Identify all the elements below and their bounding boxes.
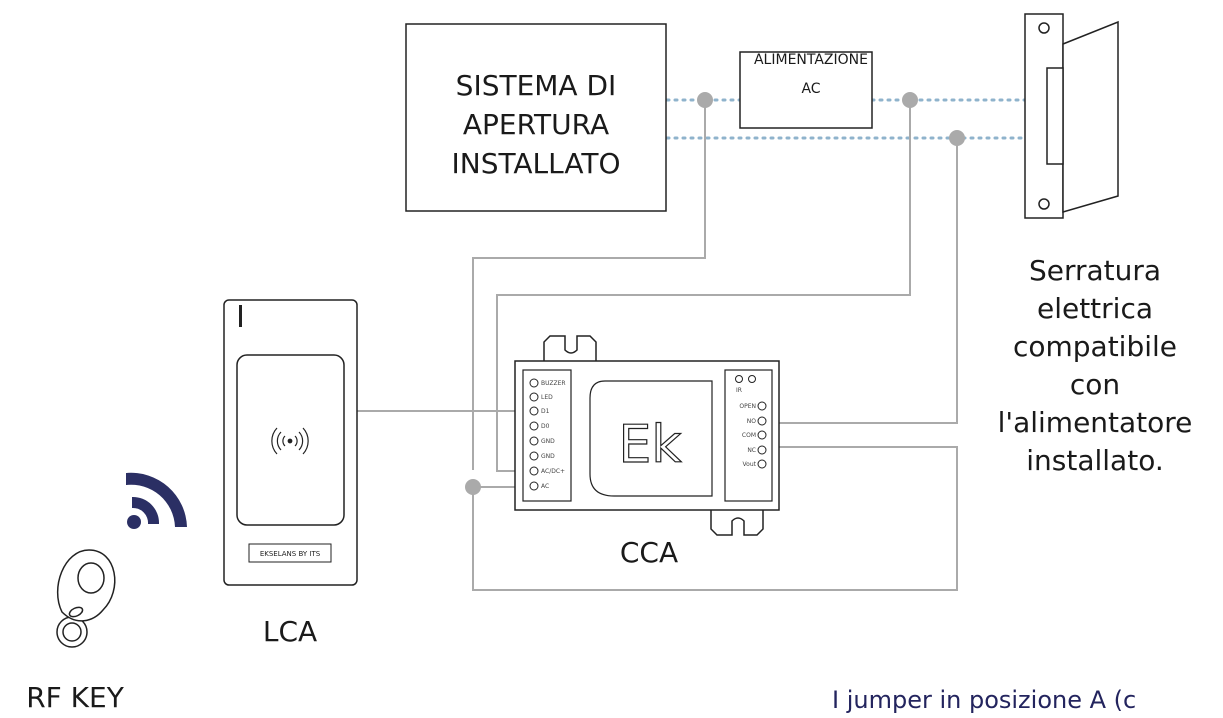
terminal-label-ir: IR: [736, 387, 742, 394]
terminal-com: [757, 430, 767, 440]
terminal-label-com: COM: [742, 432, 756, 439]
terminal-vout: [757, 459, 767, 469]
power-supply-line-2: AC: [801, 81, 820, 97]
wire-nc-loop: [472, 446, 958, 591]
rfid-wave-icon: [271, 427, 309, 455]
terminal-nc: [757, 445, 767, 455]
controller-top-tab: [543, 335, 597, 361]
wireless-signal-icon: [126, 472, 187, 529]
terminal-no: [757, 416, 767, 426]
controller-bottom-tab: [710, 510, 764, 536]
terminal-led: [529, 392, 539, 402]
terminal-label-ac: AC: [541, 483, 549, 490]
terminal-ir-2: [748, 375, 756, 383]
opening-system-line-1: SISTEMA DI: [456, 69, 617, 102]
terminal-label-vout: Vout: [743, 461, 757, 468]
terminal-label-open: OPEN: [739, 403, 756, 410]
terminal-buzzer: [529, 378, 539, 388]
terminal-label-gnd-2: GND: [541, 453, 555, 460]
terminal-label-buzzer: BUZZER: [541, 380, 566, 387]
reader-label: LCA: [263, 615, 317, 648]
terminal-d1: [529, 406, 539, 416]
lock-caption-line-4: con: [1070, 368, 1120, 401]
lock-caption: Serratura elettrica compatibile con l'al…: [998, 254, 1193, 477]
terminal-d0: [529, 421, 539, 431]
lock-caption-line-6: installato.: [1026, 444, 1163, 477]
dotted-bus-lines: [665, 98, 1027, 140]
terminal-label-led: LED: [541, 394, 553, 401]
rf-key-label: RF KEY: [26, 681, 125, 714]
terminal-ac: [529, 481, 539, 491]
terminal-label-gnd-1: GND: [541, 438, 555, 445]
card-reader: EKSELANS BY ITS LCA: [223, 299, 358, 648]
gray-wires: [357, 100, 958, 591]
opening-system-line-3: INSTALLATO: [451, 147, 620, 180]
electric-lock: [1024, 13, 1119, 219]
terminal-ir-1: [735, 375, 743, 383]
opening-system-line-2: APERTURA: [463, 108, 609, 141]
terminal-gnd-1: [529, 436, 539, 446]
terminal-gnd-2: [529, 451, 539, 461]
controller: Ek BUZZER LED D1 D0 GND GND AC/DC+ AC IR…: [514, 335, 780, 569]
terminal-acdc: [529, 466, 539, 476]
reader-brand-plate: [248, 543, 332, 563]
wire-lock-to-com: [767, 138, 958, 424]
controller-logo: Ek: [619, 415, 682, 475]
terminal-label-acdc: AC/DC+: [541, 468, 565, 475]
lock-caption-line-3: compatibile: [1013, 330, 1177, 363]
terminal-label-no: NO: [747, 418, 756, 425]
wire-power-to-acdc: [496, 100, 911, 472]
rf-key: RF KEY: [26, 472, 187, 714]
reader-led: [239, 305, 242, 327]
terminal-label-nc: NC: [747, 447, 756, 454]
lock-caption-line-2: elettrica: [1037, 292, 1153, 325]
junction-dot: [902, 92, 918, 108]
junction-dot: [949, 130, 965, 146]
terminal-label-d1: D1: [541, 408, 550, 415]
terminal-label-d0: D0: [541, 423, 550, 430]
terminal-open: [757, 401, 767, 411]
jumper-note: I jumper in posizione A (c: [832, 686, 1137, 714]
junction-dot: [465, 479, 481, 495]
controller-label: CCA: [620, 536, 678, 569]
reader-brand: EKSELANS BY ITS: [260, 550, 321, 558]
lock-caption-line-5: l'alimentatore: [998, 406, 1193, 439]
wire-opening-to-ac: [472, 100, 706, 470]
opening-system-box: SISTEMA DI APERTURA INSTALLATO: [405, 23, 667, 212]
left-terminal-block: [522, 369, 572, 502]
junction-dot: [697, 92, 713, 108]
power-supply-line-1: ALIMENTAZIONE: [754, 52, 868, 68]
controller-logo-panel: [589, 380, 713, 497]
lock-strike-plate: [1062, 20, 1119, 213]
junction-dots: [465, 92, 965, 495]
power-supply-box: ALIMENTAZIONE AC: [739, 51, 873, 129]
lock-caption-line-1: Serratura: [1029, 254, 1161, 287]
key-fob-icon: [56, 549, 116, 648]
